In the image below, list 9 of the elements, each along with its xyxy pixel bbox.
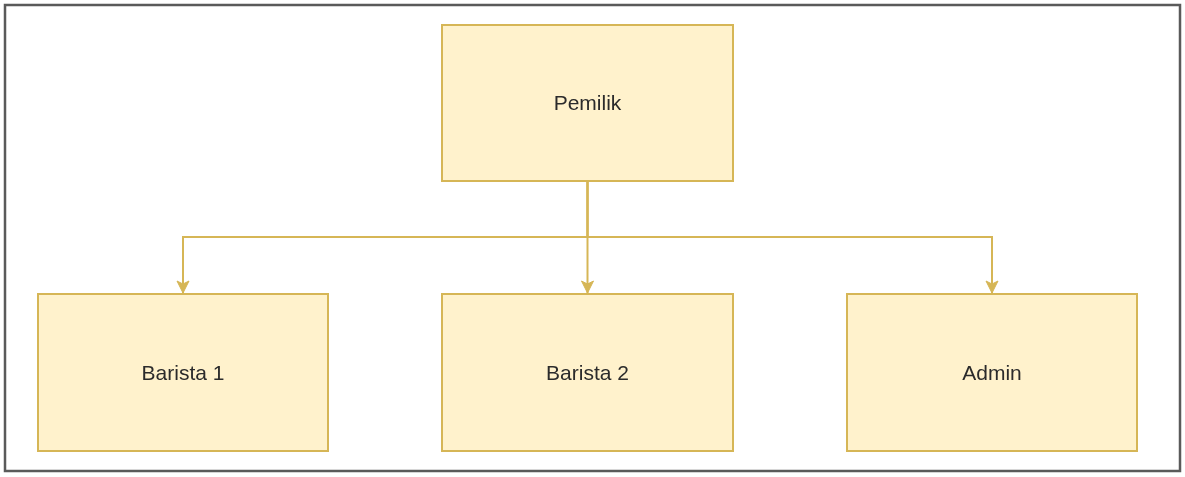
role-box: [441, 293, 734, 452]
role-label: Admin: [962, 360, 1022, 385]
role-label: Pemilik: [553, 91, 622, 115]
role-label: Barista 2: [546, 360, 629, 385]
role-box: [846, 293, 1138, 452]
arrow: [586, 181, 999, 294]
role-box: [37, 293, 329, 452]
role-box: [441, 24, 734, 182]
role-label: Barista 1: [141, 360, 225, 385]
